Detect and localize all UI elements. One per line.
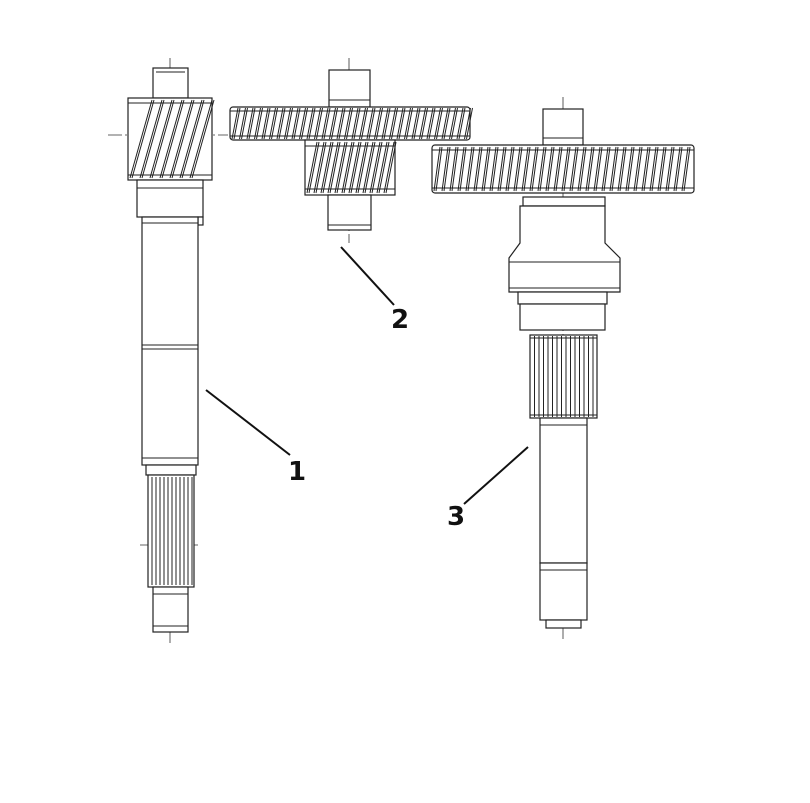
callout-label-2: 2 [391, 305, 409, 335]
gear-2-bottom-journal [327, 194, 372, 231]
leader-line-2 [340, 246, 395, 306]
shaft-3-top-journal [542, 108, 584, 146]
shaft-1-step [145, 464, 197, 476]
gear-2-top-journal [328, 69, 371, 108]
shaft-1-main-body [141, 216, 199, 466]
shaft-3-spline [529, 334, 598, 419]
shaft-1-helical-gear [127, 97, 215, 181]
callout-1: 1 [205, 389, 306, 487]
callout-2: 2 [340, 246, 409, 335]
shaft-3-shoulder [517, 291, 608, 305]
shaft-3-main-body [539, 417, 588, 564]
gear-2-small-helical-gear [304, 139, 397, 196]
shaft-1-collar [136, 179, 204, 218]
leader-line-1 [205, 389, 291, 456]
leader-line-3 [463, 446, 529, 505]
shaft-3-end-cap [545, 619, 582, 629]
callout-label-1: 1 [288, 457, 306, 487]
shaft-1-spline [147, 474, 195, 588]
shaft-3-end-journal [539, 562, 588, 621]
shaft-3-large-helical-gear [431, 144, 695, 194]
shaft-3-collar [519, 303, 606, 331]
callout-label-3: 3 [447, 502, 465, 532]
shaft-1 [108, 58, 228, 643]
gear-2-large-helical-gear [229, 106, 473, 141]
gear-cluster-2 [229, 58, 473, 243]
shaft-1-top-journal [152, 67, 189, 99]
shaft-3-hub-ring [522, 196, 606, 207]
shaft-3-hub [508, 205, 621, 293]
shaft-1-retaining-ring [197, 216, 204, 226]
shaft-3 [431, 97, 695, 640]
callout-3: 3 [447, 446, 529, 532]
